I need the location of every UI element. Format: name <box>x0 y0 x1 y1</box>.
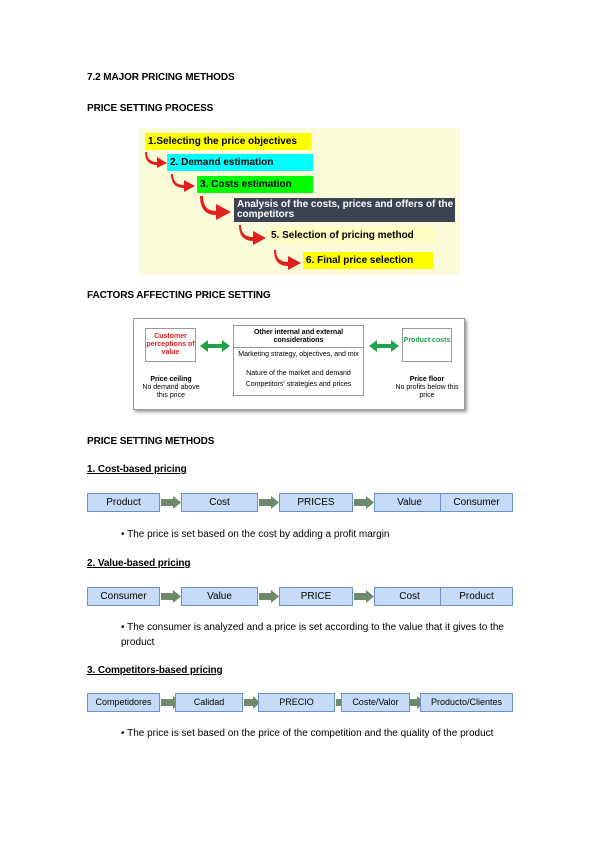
curved-arrow-icon <box>274 250 301 270</box>
chain-box: Product <box>440 587 513 606</box>
curved-arrow-icon <box>171 174 195 192</box>
consideration-item: Marketing strategy, objectives, and mix <box>238 351 359 358</box>
chain-box: PRECIO <box>258 693 335 712</box>
process-step-6: 6. Final price selection <box>303 252 433 269</box>
method-2-bullet: • The consumer is analyzed and a price i… <box>121 622 504 648</box>
chain-box: PRICES <box>279 493 353 512</box>
chain-box: Consumer <box>440 493 513 512</box>
method-3-bullet: • The price is set based on the price of… <box>121 728 494 739</box>
process-step-4: Analysis of the costs, prices and offers… <box>234 198 455 222</box>
arrow-right-icon <box>354 496 374 509</box>
process-step-2: 2. Demand estimation <box>167 154 313 171</box>
factors-title: FACTORS AFFECTING PRICE SETTING <box>87 290 271 301</box>
chain-box: Consumer <box>87 587 160 606</box>
curved-arrow-icon <box>239 225 266 245</box>
arrow-right-icon <box>259 496 279 509</box>
customer-perceptions-box: Customer perceptions of value <box>145 328 196 362</box>
method-3-title: 3. Competitors-based pricing <box>87 665 223 676</box>
price-floor-label: Price floor <box>409 376 445 383</box>
process-title: PRICE SETTING PROCESS <box>87 103 214 114</box>
arrow-right-icon <box>161 496 181 509</box>
chain-box: Cost <box>374 587 445 606</box>
arrow-right-icon <box>244 696 260 709</box>
section-title: 7.2 MAJOR PRICING METHODS <box>87 72 235 83</box>
method-2-chain: Consumer Value PRICE Cost Product <box>87 587 513 606</box>
chain-box: Value <box>374 493 445 512</box>
curved-arrow-icon <box>145 152 167 168</box>
consideration-item: Competitors' strategies and prices <box>245 381 352 388</box>
chain-box: PRICE <box>279 587 353 606</box>
method-1-title: 1. Cost-based pricing <box>87 464 187 475</box>
process-step-5: 5. Selection of pricing method <box>268 227 436 244</box>
price-ceiling-label: Price ceiling <box>150 376 192 383</box>
methods-title: PRICE SETTING METHODS <box>87 436 215 447</box>
other-considerations-box: Other internal and external consideratio… <box>233 325 364 396</box>
factors-diagram: Customer perceptions of value Price ceil… <box>133 318 465 410</box>
chain-box: Cost <box>181 493 258 512</box>
curved-arrow-icon <box>200 196 231 220</box>
double-arrow-icon <box>369 340 399 352</box>
chain-box: Competidores <box>87 693 160 712</box>
process-step-3: 3. Costs estimation <box>197 176 313 193</box>
double-arrow-icon <box>200 340 230 352</box>
price-setting-process-diagram: 1.Selecting the price objectives 2. Dema… <box>139 128 460 275</box>
chain-box: Producto/Clientes <box>420 693 513 712</box>
process-step-1: 1.Selecting the price objectives <box>145 133 311 150</box>
chain-box: Coste/Valor <box>341 693 410 712</box>
method-1-chain: Product Cost PRICES Value Consumer <box>87 493 513 512</box>
arrow-right-icon <box>161 590 181 603</box>
method-1-bullet: • The price is set based on the cost by … <box>121 529 390 540</box>
price-ceiling-text: No demand above this price <box>142 384 200 399</box>
arrow-right-icon <box>259 590 279 603</box>
arrow-right-icon <box>354 590 374 603</box>
chain-box: Product <box>87 493 160 512</box>
method-3-chain: Competidores Calidad PRECIO Coste/Valor … <box>87 693 513 712</box>
chain-box: Calidad <box>175 693 243 712</box>
chain-box: Value <box>181 587 258 606</box>
product-costs-box: Product costs <box>402 328 452 362</box>
consideration-item: Nature of the market and demand <box>246 370 351 377</box>
method-2-title: 2. Value-based pricing <box>87 558 191 569</box>
price-floor-text: No profits below this price <box>395 384 459 399</box>
